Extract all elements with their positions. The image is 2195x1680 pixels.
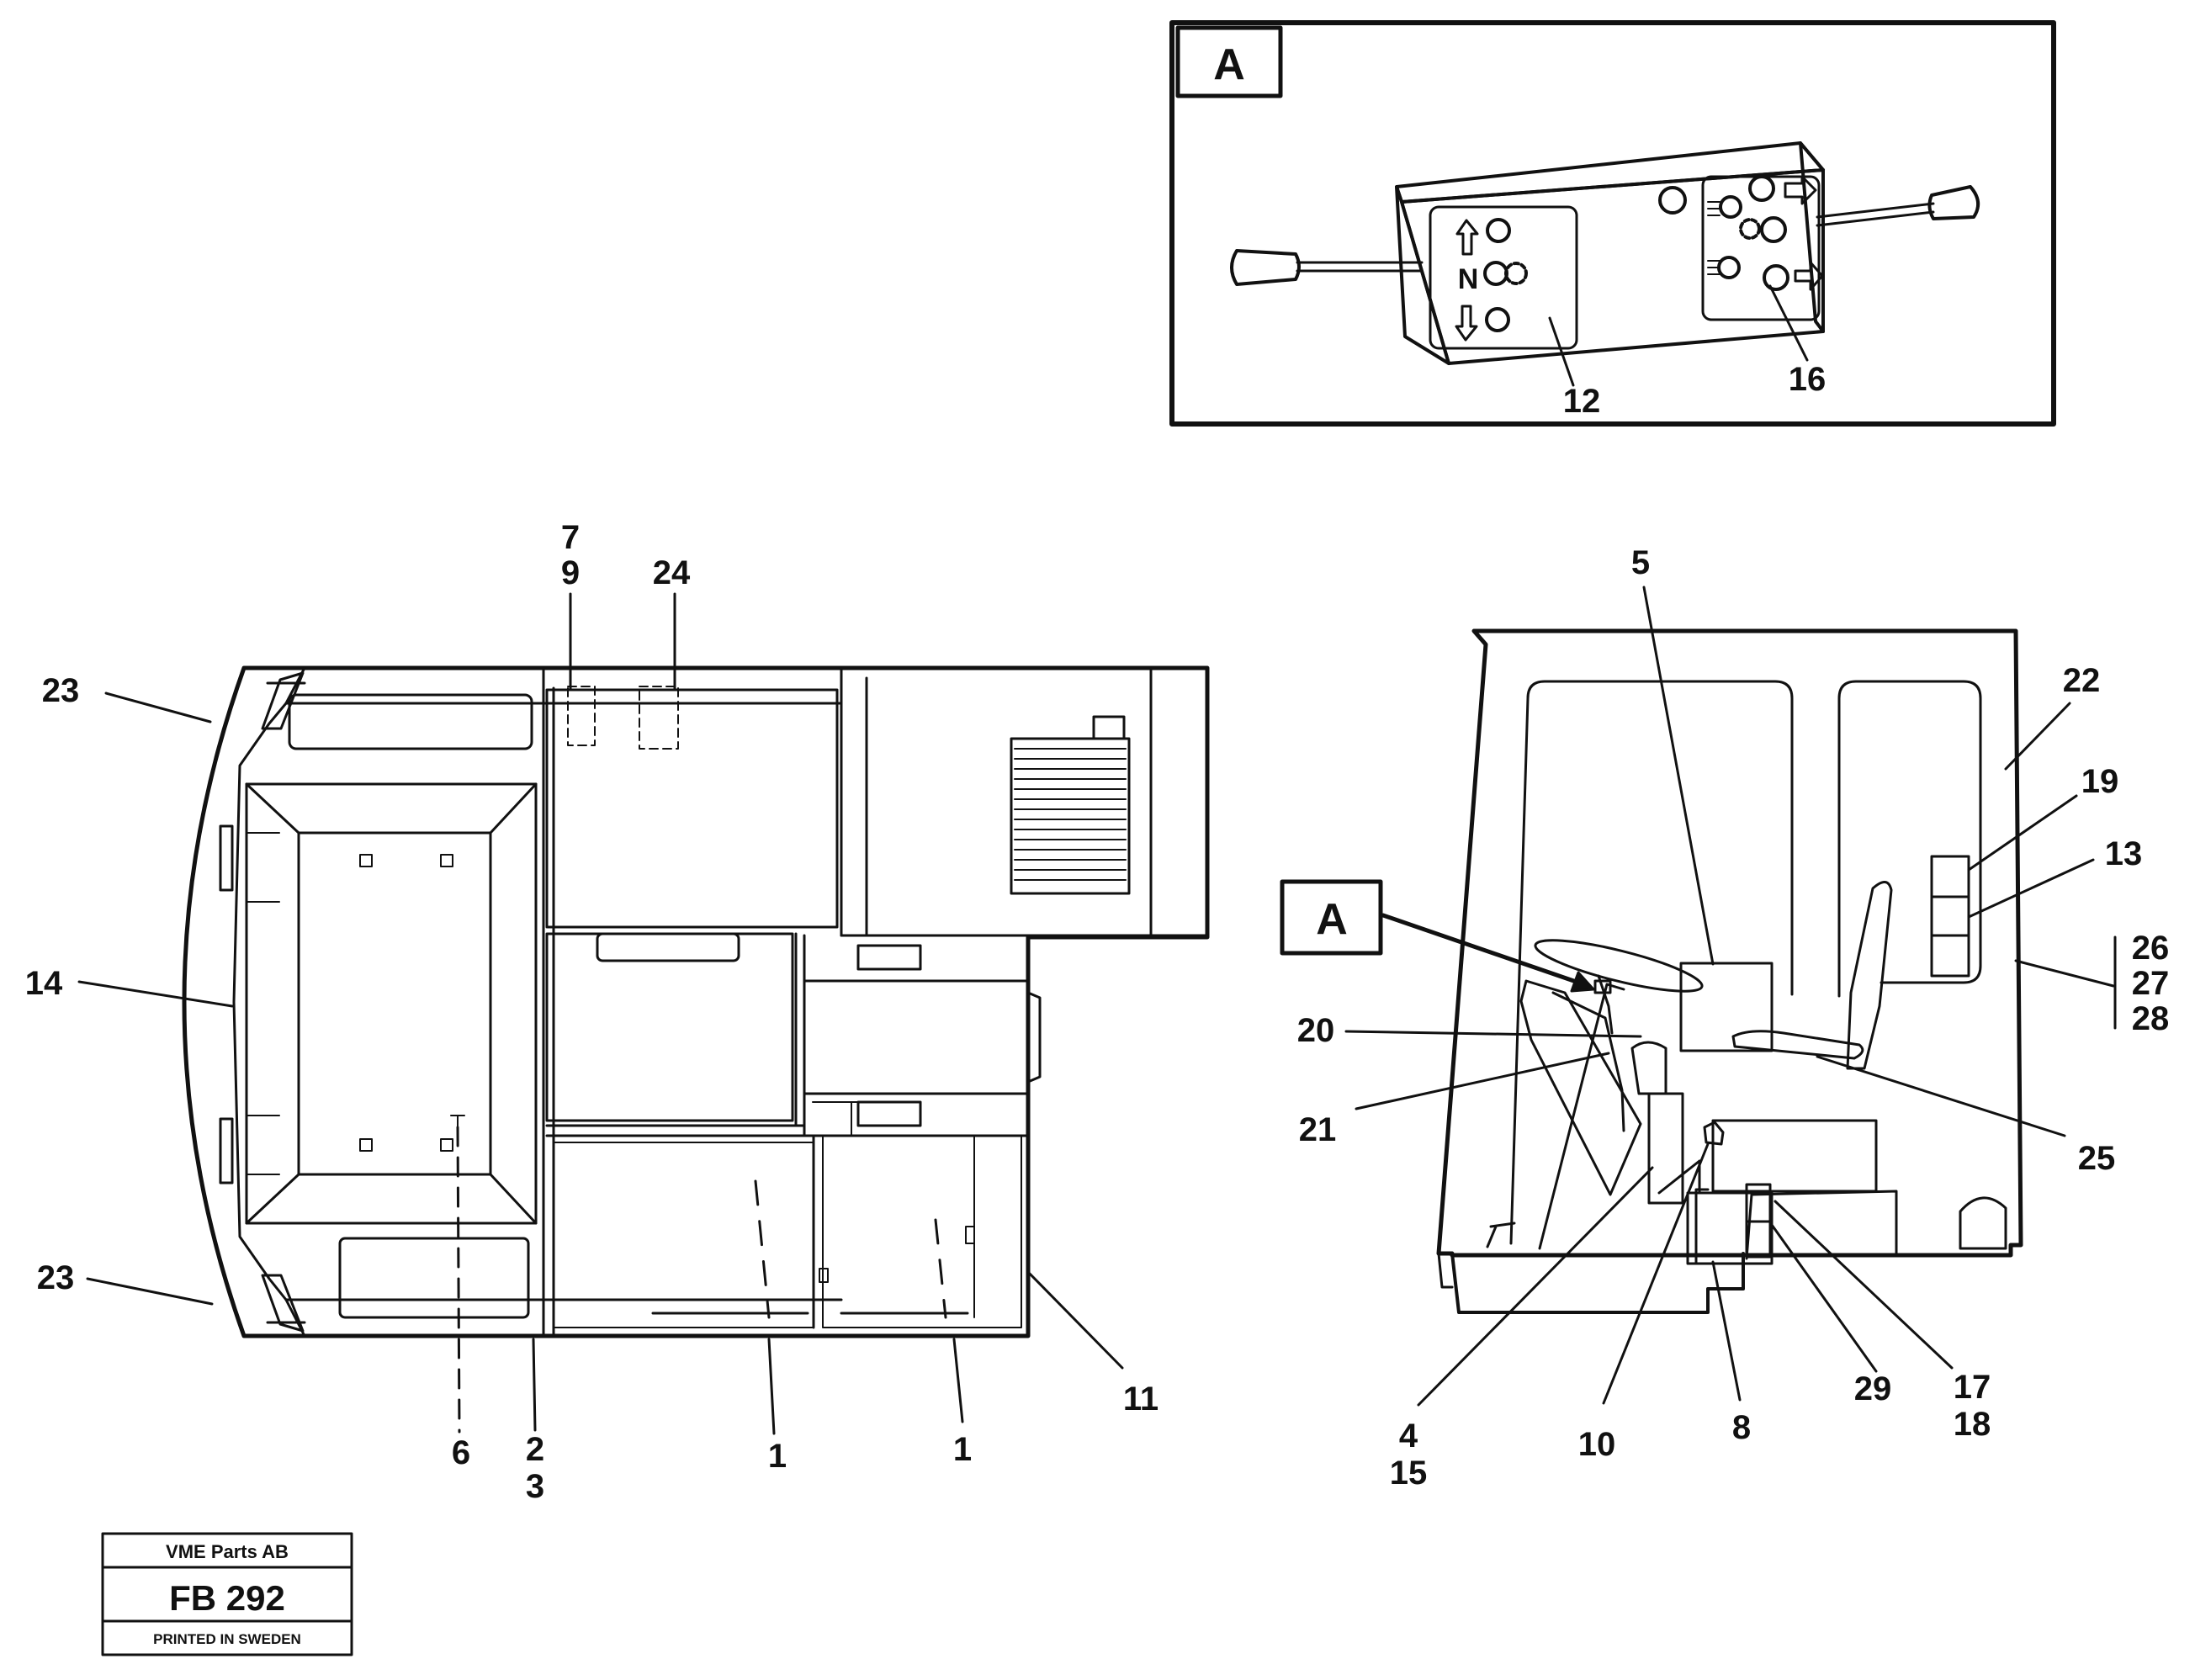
combination-switch [1230,141,1980,387]
callout-20: 20 [1297,1012,1335,1049]
leader-6 [456,1126,461,1434]
callout-17: 17 [1954,1369,1991,1406]
callout-27: 27 [2132,965,2170,1002]
callout-18: 18 [1954,1406,1991,1443]
callout-15: 15 [1390,1455,1428,1492]
callout-23-top: 23 [42,672,80,709]
detail-view-a [1169,20,2056,427]
leader-22 [2004,702,2071,771]
leader-8 [1711,1260,1742,1402]
cab-side-outline [1436,628,2023,1258]
callout-19: 19 [2081,763,2119,800]
leader-21 [1355,1052,1610,1110]
leader-25 [1816,1055,2066,1137]
callout-13: 13 [2105,835,2143,872]
callout-1-right: 1 [953,1431,972,1468]
leader-5 [1642,586,1715,966]
panel-glyph-n: N [1458,263,1479,295]
side-label: A [1316,895,1348,944]
title-stamp [101,1532,353,1656]
callout-23-bottom: 23 [37,1259,75,1296]
callout-10: 10 [1578,1426,1616,1463]
callout-2: 2 [526,1431,544,1468]
callout-21: 21 [1299,1111,1337,1148]
callout-8: 8 [1732,1409,1751,1446]
leader-4-15 [1417,1166,1654,1407]
callout-25: 25 [2078,1140,2116,1177]
leader-1-left [767,1338,776,1435]
callout-11: 11 [1123,1381,1158,1418]
leader-11 [1026,1270,1124,1370]
stamp-company: VME Parts AB [166,1541,289,1562]
stamp-code: FB 292 [169,1578,285,1618]
leader-23-top [104,692,212,723]
cab-outline [182,665,1210,1338]
leader-17-18 [1773,1200,1954,1370]
callout-3: 3 [526,1468,544,1505]
callout-14: 14 [25,965,63,1002]
detail-label: A [1213,40,1245,89]
callout-29: 29 [1854,1370,1892,1407]
leader-19 [1967,794,2078,872]
side-view [1280,586,2117,1407]
leader-a [1381,913,1591,988]
leader-23-bottom [86,1277,214,1306]
callout-7: 7 [561,519,580,556]
stamp-note: PRINTED IN SWEDEN [153,1631,301,1647]
leader-14 [77,980,234,1008]
leader-10 [1602,1142,1710,1405]
callout-1-left: 1 [768,1438,787,1475]
side-label-box [1280,879,1383,956]
callout-22: 22 [2063,662,2101,699]
callout-26: 26 [2132,930,2170,967]
callout-12: 12 [1563,383,1601,420]
leader-13 [1967,858,2095,919]
callout-5: 5 [1631,544,1650,581]
top-view [77,592,1210,1435]
leader-12 [1548,316,1575,387]
leader-29 [1770,1223,1878,1373]
leader-26-28 [2014,959,2115,988]
callout-6: 6 [452,1434,470,1471]
callout-9: 9 [561,554,580,591]
leader-1-right [952,1338,964,1423]
callout-24: 24 [653,554,691,591]
leader-20 [1344,1030,1642,1038]
leader-2-3 [532,1338,537,1432]
detail-frame [1169,20,2056,427]
callout-4: 4 [1399,1418,1418,1455]
callout-16: 16 [1789,361,1827,398]
leader-16 [1768,284,1809,362]
callout-28: 28 [2132,1000,2170,1037]
detail-label-box [1175,25,1283,98]
